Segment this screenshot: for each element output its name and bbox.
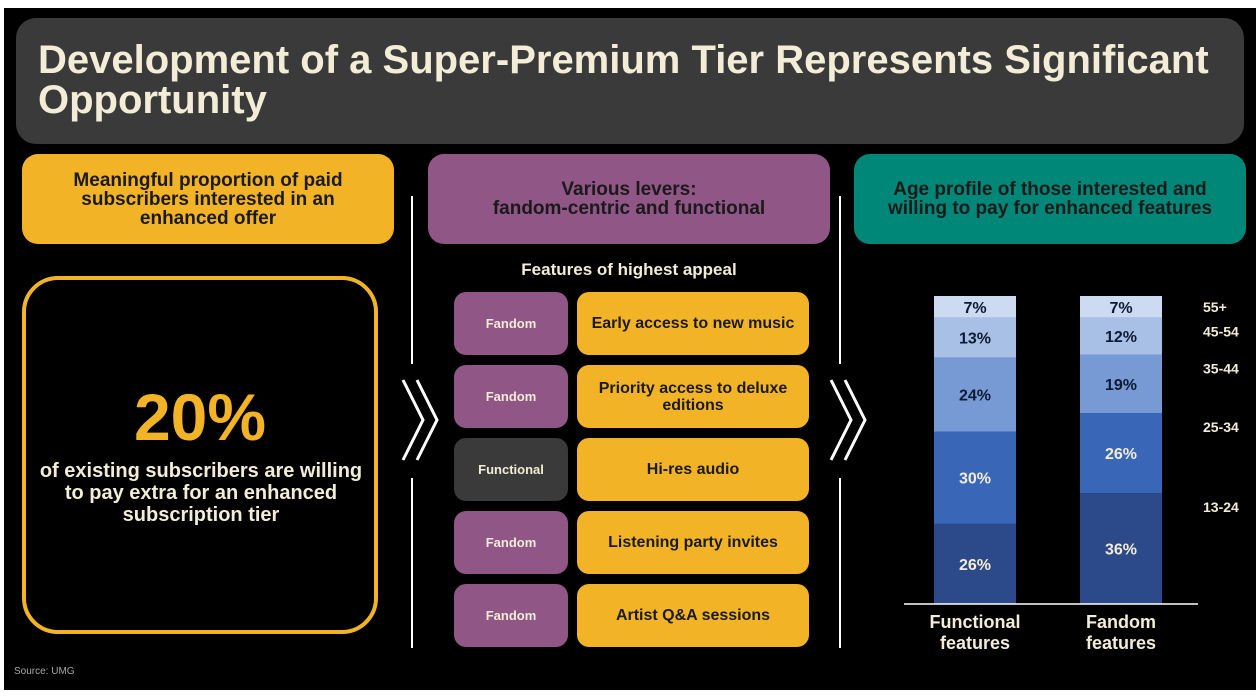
legend-45-54: 45-54 xyxy=(1203,324,1239,340)
bar-segment-functional-features-55 xyxy=(934,296,1016,318)
double-chevron-right-icon xyxy=(401,379,439,461)
category-label-functional-features-line-2: features xyxy=(940,633,1010,653)
data-label-fandom-features-35-44: 19% xyxy=(1105,377,1137,394)
bar-segment-fandom-features-25-34 xyxy=(1080,413,1162,494)
data-label-functional-features-45-54: 13% xyxy=(959,331,991,348)
right-header-line: willing to pay for enhanced features xyxy=(887,198,1213,219)
source-note: Source: UMG xyxy=(14,666,75,677)
left-header-line: subscribers interested in an xyxy=(81,188,335,210)
feature-tag: Functional xyxy=(454,438,568,501)
stat-box: 20% of existing subscribers are willing … xyxy=(22,276,378,634)
bar-segment-functional-features-35-44 xyxy=(934,357,1016,432)
data-label-functional-features-25-34: 30% xyxy=(959,471,991,488)
category-label-fandom-features-line-2: features xyxy=(1086,633,1156,653)
divider-line xyxy=(839,478,841,648)
right-panel-header: Age profile of those interested and will… xyxy=(854,154,1246,244)
category-label-fandom-features-line-1: Fandom xyxy=(1086,612,1156,632)
feature-item: Listening party invites xyxy=(577,511,809,574)
stat-value: 20% xyxy=(133,380,267,454)
data-label-fandom-features-25-34: 26% xyxy=(1105,446,1137,463)
divider-line xyxy=(839,196,841,364)
data-label-functional-features-55: 7% xyxy=(963,300,986,317)
feature-item: Hi-res audio xyxy=(577,438,809,501)
feature-item: Priority access to deluxe editions xyxy=(577,365,809,428)
feature-tag: Fandom xyxy=(454,292,568,355)
divider-line xyxy=(411,196,413,364)
feature-tag: Fandom xyxy=(454,511,568,574)
feature-item: Artist Q&A sessions xyxy=(577,584,809,647)
bar-segment-fandom-features-13-24 xyxy=(1080,493,1162,604)
legend-35-44: 35-44 xyxy=(1203,361,1239,377)
category-label-functional-features-line-1: Functional xyxy=(930,612,1021,632)
divider-line xyxy=(411,478,413,648)
bar-segment-functional-features-13-24 xyxy=(934,523,1016,604)
double-chevron-right-icon xyxy=(829,379,867,461)
right-header-line: Age profile of those interested and xyxy=(893,179,1207,200)
features-heading: Features of highest appeal xyxy=(521,260,737,279)
legend-55: 55+ xyxy=(1203,299,1227,315)
bar-segment-fandom-features-45-54 xyxy=(1080,317,1162,355)
left-panel-header: Meaningful proportion of paid subscriber… xyxy=(22,154,394,244)
stat-caption: of existing subscribers are willing to p… xyxy=(39,460,363,526)
bar-segment-fandom-features-55 xyxy=(1080,296,1162,318)
bar-segment-functional-features-25-34 xyxy=(934,431,1016,524)
left-header-line: Meaningful proportion of paid xyxy=(73,169,343,191)
title-bar: Development of a Super-Premium Tier Repr… xyxy=(16,18,1244,144)
data-label-fandom-features-55: 7% xyxy=(1109,300,1132,317)
left-header-line: enhanced offer xyxy=(139,207,277,229)
data-label-functional-features-35-44: 24% xyxy=(959,388,991,405)
data-label-functional-features-13-24: 26% xyxy=(959,557,991,574)
middle-header-line: fandom-centric and functional xyxy=(492,198,766,219)
data-label-fandom-features-45-54: 12% xyxy=(1105,329,1137,346)
feature-tag: Fandom xyxy=(454,584,568,647)
legend-13-24: 13-24 xyxy=(1203,499,1239,515)
page-title: Development of a Super-Premium Tier Repr… xyxy=(38,38,1209,122)
age-profile-chart: 26%30%24%13%7%Functionalfeatures36%26%19… xyxy=(904,296,1239,653)
middle-header-line: Various levers: xyxy=(561,179,697,200)
data-label-fandom-features-13-24: 36% xyxy=(1105,542,1137,559)
legend-25-34: 25-34 xyxy=(1203,419,1239,435)
bar-segment-functional-features-45-54 xyxy=(934,317,1016,358)
bar-segment-fandom-features-35-44 xyxy=(1080,354,1162,414)
feature-item: Early access to new music xyxy=(577,292,809,355)
feature-tag: Fandom xyxy=(454,365,568,428)
middle-panel-header: Various levers: fandom-centric and funct… xyxy=(428,154,830,244)
slide: Development of a Super-Premium Tier Repr… xyxy=(4,8,1256,690)
